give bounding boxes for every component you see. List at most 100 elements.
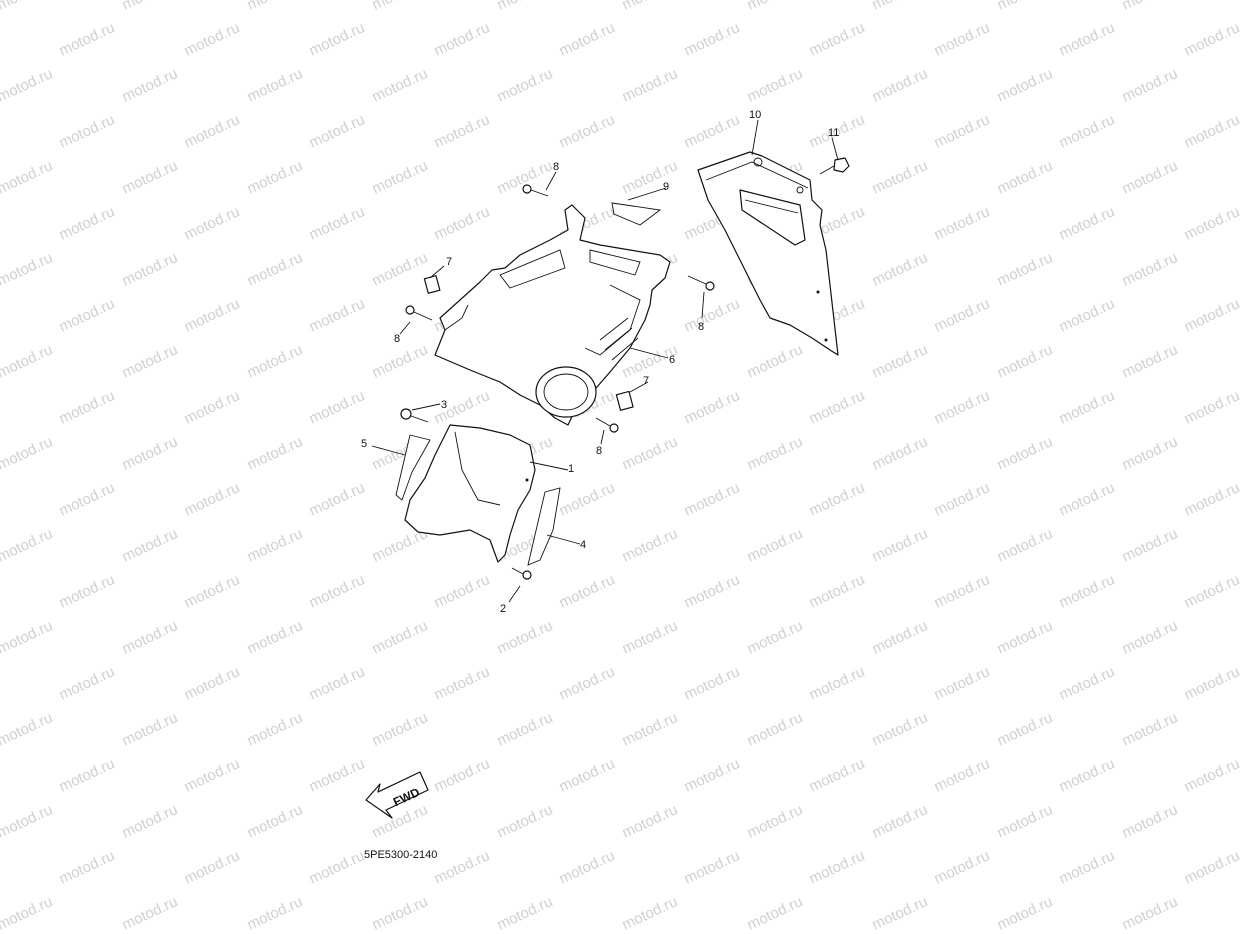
- watermark-text: motod.ru: [995, 617, 1056, 657]
- watermark-text: motod.ru: [870, 249, 931, 289]
- watermark-text: motod.ru: [1057, 295, 1118, 335]
- watermark-text: motod.ru: [1182, 479, 1243, 519]
- watermark-text: motod.ru: [245, 249, 306, 289]
- watermark-text: motod.ru: [245, 617, 306, 657]
- watermark-text: motod.ru: [620, 801, 681, 841]
- watermark-text: motod.ru: [1057, 755, 1118, 795]
- watermark-text: motod.ru: [745, 341, 806, 381]
- watermark-text: motod.ru: [307, 387, 368, 427]
- part-1-windshield: [404, 424, 536, 563]
- watermark-text: motod.ru: [57, 571, 118, 611]
- watermark-text: motod.ru: [870, 65, 931, 105]
- watermark-text: motod.ru: [932, 203, 993, 243]
- watermark-text: motod.ru: [0, 157, 55, 197]
- watermark-text: motod.ru: [120, 525, 181, 565]
- watermark-text: motod.ru: [120, 249, 181, 289]
- watermark-text: motod.ru: [682, 571, 743, 611]
- watermark-text: motod.ru: [1057, 387, 1118, 427]
- watermark-text: motod.ru: [245, 157, 306, 197]
- watermark-text: motod.ru: [120, 341, 181, 381]
- watermark-text: motod.ru: [307, 19, 368, 59]
- watermark-text: motod.ru: [182, 19, 243, 59]
- watermark-text: motod.ru: [57, 19, 118, 59]
- watermark-text: motod.ru: [182, 755, 243, 795]
- watermark-text: motod.ru: [932, 387, 993, 427]
- watermark-text: motod.ru: [120, 617, 181, 657]
- watermark-text: motod.ru: [0, 0, 55, 14]
- callout-4: 4: [580, 539, 586, 551]
- watermark-text: motod.ru: [370, 341, 431, 381]
- watermark-text: motod.ru: [432, 571, 493, 611]
- watermark-text: motod.ru: [182, 111, 243, 151]
- watermark-text: motod.ru: [307, 571, 368, 611]
- watermark-text: motod.ru: [932, 663, 993, 703]
- watermark-text: motod.ru: [245, 433, 306, 473]
- watermark-text: motod.ru: [0, 801, 55, 841]
- watermark-text: motod.ru: [620, 525, 681, 565]
- watermark-text: motod.ru: [0, 433, 55, 473]
- watermark-text: motod.ru: [182, 663, 243, 703]
- watermark-text: motod.ru: [932, 847, 993, 887]
- watermark-text: motod.ru: [682, 19, 743, 59]
- watermark-text: motod.ru: [1120, 0, 1181, 14]
- watermark-text: motod.ru: [557, 19, 618, 59]
- watermark-text: motod.ru: [870, 157, 931, 197]
- watermark-text: motod.ru: [1182, 295, 1243, 335]
- watermark-text: motod.ru: [620, 709, 681, 749]
- watermark-text: motod.ru: [995, 893, 1056, 933]
- watermark-text: motod.ru: [682, 663, 743, 703]
- watermark-text: motod.ru: [932, 479, 993, 519]
- watermark-text: motod.ru: [120, 65, 181, 105]
- watermark-text: motod.ru: [620, 617, 681, 657]
- watermark-text: motod.ru: [620, 433, 681, 473]
- watermark-text: motod.ru: [1182, 847, 1243, 887]
- watermark-text: motod.ru: [1120, 65, 1181, 105]
- watermark-text: motod.ru: [307, 111, 368, 151]
- watermark-text: motod.ru: [1182, 387, 1243, 427]
- watermark-text: motod.ru: [0, 341, 55, 381]
- watermark-text: motod.ru: [870, 801, 931, 841]
- watermark-text: motod.ru: [182, 571, 243, 611]
- watermark-text: motod.ru: [1120, 893, 1181, 933]
- watermark-text: motod.ru: [182, 479, 243, 519]
- watermark-text: motod.ru: [57, 479, 118, 519]
- watermark-text: motod.ru: [995, 525, 1056, 565]
- watermark-text: motod.ru: [557, 755, 618, 795]
- watermark-text: motod.ru: [432, 19, 493, 59]
- part-5-decal: [395, 434, 431, 501]
- watermark-text: motod.ru: [495, 617, 556, 657]
- watermark-text: motod.ru: [1182, 203, 1243, 243]
- watermark-text: motod.ru: [995, 157, 1056, 197]
- watermark-text: motod.ru: [495, 709, 556, 749]
- callout-10: 10: [749, 109, 761, 121]
- watermark-text: motod.ru: [1182, 663, 1243, 703]
- callout-11: 11: [828, 127, 839, 139]
- watermark-text: motod.ru: [432, 111, 493, 151]
- part-9-decal: [611, 202, 662, 226]
- watermark-text: motod.ru: [557, 571, 618, 611]
- watermark-text: motod.ru: [307, 755, 368, 795]
- callout-1: 1: [568, 463, 574, 475]
- watermark-text: motod.ru: [307, 479, 368, 519]
- watermark-text: motod.ru: [807, 479, 868, 519]
- part-2-screw: [511, 567, 532, 580]
- watermark-text: motod.ru: [870, 525, 931, 565]
- watermark-text: motod.ru: [807, 571, 868, 611]
- callout-8-left: 8: [394, 333, 400, 345]
- watermark-text: motod.ru: [557, 111, 618, 151]
- watermark-text: motod.ru: [307, 295, 368, 335]
- watermark-text: motod.ru: [870, 0, 931, 14]
- watermark-text: motod.ru: [995, 65, 1056, 105]
- watermark-text: motod.ru: [57, 295, 118, 335]
- watermark-text: motod.ru: [120, 157, 181, 197]
- watermark-text: motod.ru: [557, 663, 618, 703]
- watermark-text: motod.ru: [432, 663, 493, 703]
- callout-5: 5: [361, 438, 367, 450]
- watermark-text: motod.ru: [120, 893, 181, 933]
- watermark-text: motod.ru: [370, 157, 431, 197]
- watermark-text: motod.ru: [995, 801, 1056, 841]
- watermark-text: motod.ru: [1120, 433, 1181, 473]
- watermark-text: motod.ru: [0, 893, 55, 933]
- watermark-text: motod.ru: [1182, 19, 1243, 59]
- watermark-text: motod.ru: [245, 65, 306, 105]
